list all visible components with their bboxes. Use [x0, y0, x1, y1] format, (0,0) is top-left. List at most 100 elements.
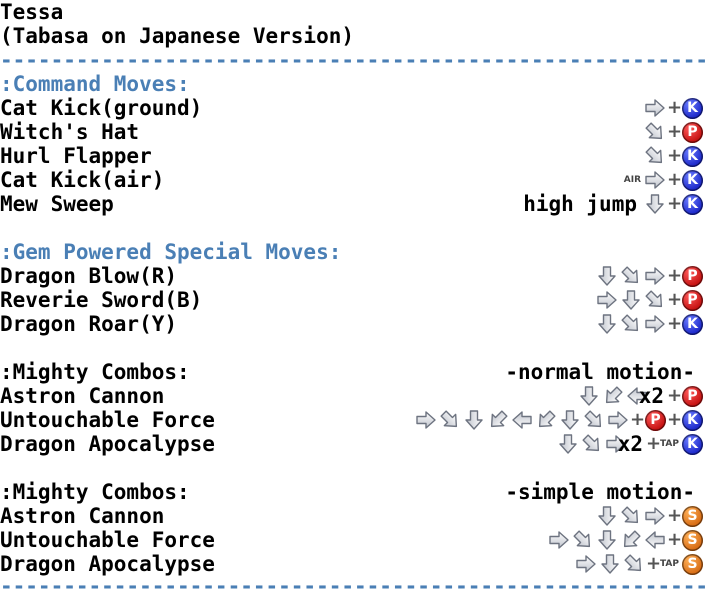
plus-icon: + [667, 265, 683, 286]
plus-icon: + [667, 97, 683, 118]
section-header: :Command Moves: [0, 72, 190, 96]
down-forward-arrow-icon [643, 289, 667, 311]
move-row: Untouchable Force +S [0, 528, 705, 552]
move-row: Astron Cannon x2+P [0, 384, 705, 408]
punch-button-icon: P [682, 289, 703, 311]
down-back-arrow-icon [601, 385, 625, 407]
down-arrow-icon [595, 505, 619, 527]
move-input-sequence: +S [547, 529, 704, 551]
motion-type-label: -simple motion- [505, 480, 695, 504]
down-back-arrow-icon [534, 409, 558, 431]
move-name: Reverie Sword(B) [0, 288, 203, 312]
move-name: Cat Kick(ground) [0, 96, 203, 120]
plus-icon: + [667, 385, 683, 406]
air-tag: AIR [623, 175, 641, 185]
move-input-sequence: +S [595, 505, 704, 527]
move-name: Mew Sweep [0, 192, 114, 216]
forward-arrow-icon [643, 97, 667, 119]
forward-arrow-icon [643, 505, 667, 527]
down-forward-arrow-icon [643, 145, 667, 167]
down-arrow-icon [577, 385, 601, 407]
forward-arrow-icon [595, 289, 619, 311]
move-row: Cat Kick(air)AIR+K [0, 168, 705, 192]
plus-icon: + [667, 193, 683, 214]
move-row: Hurl Flapper +K [0, 144, 705, 168]
move-row: Cat Kick(ground) +K [0, 96, 705, 120]
move-row: Dragon Blow(R)+P [0, 264, 705, 288]
plus-icon: + [667, 145, 683, 166]
move-condition: high jump [523, 192, 637, 216]
move-input-sequence: +K [643, 97, 704, 119]
down-arrow-icon [558, 409, 582, 431]
forward-arrow-icon [643, 265, 667, 287]
move-row: Astron Cannon +S [0, 504, 705, 528]
move-input-sequence: +P [595, 289, 704, 311]
back-arrow-icon [510, 409, 534, 431]
special-button-icon: S [682, 505, 703, 527]
punch-button-icon: P [645, 409, 666, 431]
move-input-sequence: AIR+K [624, 169, 704, 191]
special-button-icon: S [682, 553, 703, 575]
forward-arrow-icon [606, 409, 630, 431]
move-row: Untouchable Force+P+K [0, 408, 705, 432]
move-input-sequence: x2+P [577, 385, 704, 407]
top-separator: ----------------------------------------… [0, 48, 705, 72]
move-name: Cat Kick(air) [0, 168, 165, 192]
move-name: Astron Cannon [0, 384, 165, 408]
down-arrow-icon [643, 193, 667, 215]
down-forward-arrow-icon [571, 529, 595, 551]
plus-icon: + [645, 553, 662, 574]
kick-button-icon: K [682, 97, 703, 119]
tap-tag: TAP [659, 439, 679, 449]
kick-button-icon: K [682, 313, 703, 335]
down-back-arrow-icon [619, 529, 643, 551]
plus-icon: + [667, 505, 683, 526]
kick-button-icon: K [682, 433, 703, 455]
down-arrow-icon [556, 433, 580, 455]
punch-button-icon: P [682, 385, 703, 407]
punch-button-icon: P [682, 265, 703, 287]
move-row: Reverie Sword(B) +P [0, 288, 705, 312]
move-name: Dragon Roar(Y) [0, 312, 178, 336]
plus-icon: + [667, 529, 683, 550]
section-header: :Gem Powered Special Moves: [0, 240, 342, 264]
move-input-sequence: +K [595, 313, 704, 335]
plus-icon: + [667, 313, 683, 334]
plus-icon: + [630, 409, 646, 430]
move-input-sequence: +P+K [414, 409, 704, 431]
repeat-count: x2 [638, 384, 664, 408]
plus-icon: + [667, 169, 683, 190]
character-name: Tessa [0, 0, 64, 24]
plus-icon: + [667, 289, 683, 310]
back-arrow-icon [625, 385, 649, 407]
down-forward-arrow-icon [619, 265, 643, 287]
move-row: Witch's Hat +P [0, 120, 705, 144]
down-forward-arrow-icon [619, 313, 643, 335]
plus-icon: + [667, 121, 683, 142]
move-input-sequence: +P [643, 121, 704, 143]
kick-button-icon: K [682, 145, 703, 167]
move-input-sequence: high jump+K [523, 193, 704, 215]
move-name: Dragon Apocalypse [0, 432, 215, 456]
kick-button-icon: K [682, 409, 703, 431]
forward-arrow-icon [574, 553, 598, 575]
punch-button-icon: P [682, 121, 703, 143]
move-name: Hurl Flapper [0, 144, 152, 168]
repeat-count: x2 [617, 432, 643, 456]
move-name: Astron Cannon [0, 504, 165, 528]
back-arrow-icon [643, 529, 667, 551]
down-arrow-icon [462, 409, 486, 431]
down-forward-arrow-icon [438, 409, 462, 431]
down-forward-arrow-icon [582, 409, 606, 431]
section-header: :Mighty Combos: [0, 480, 190, 504]
move-name: Untouchable Force [0, 528, 215, 552]
down-forward-arrow-icon [619, 505, 643, 527]
move-name: Witch's Hat [0, 120, 140, 144]
down-forward-arrow-icon [622, 553, 646, 575]
plus-icon: + [667, 409, 683, 430]
